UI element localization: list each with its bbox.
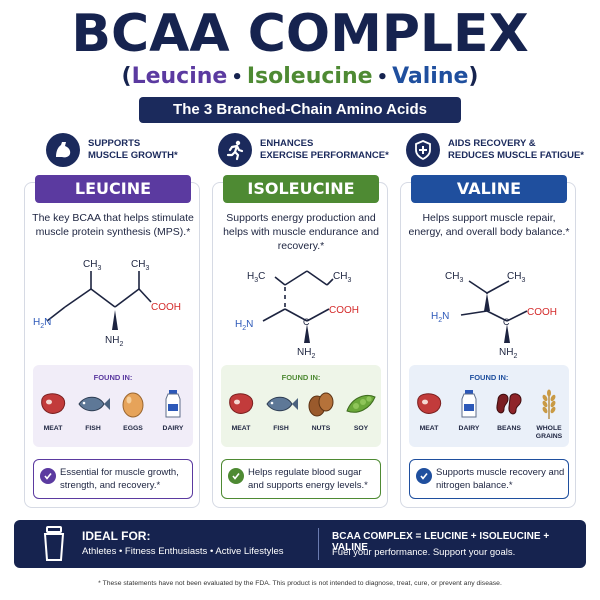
ideal-for-label: IDEAL FOR: xyxy=(82,529,151,543)
food-item: FISH xyxy=(261,387,301,433)
card-description: Helps support muscle repair, energy, and… xyxy=(408,212,570,238)
amine-label: NH2 xyxy=(105,335,123,348)
benefit-exercise-performance: ENHANCES EXERCISE PERFORMANCE* xyxy=(218,130,389,170)
egg-icon xyxy=(113,387,153,421)
steak-icon xyxy=(221,387,261,421)
benefit-muscle-growth: SUPPORTS MUSCLE GROWTH* xyxy=(46,130,178,170)
subtitle-isoleucine: Isoleucine xyxy=(246,64,373,89)
soybean-icon xyxy=(341,387,381,421)
check-icon xyxy=(228,468,244,484)
found-in-label: FOUND IN: xyxy=(469,373,509,382)
milk-bottle-icon xyxy=(153,387,193,421)
benefit-text: SUPPORTS MUSCLE GROWTH* xyxy=(88,138,178,161)
food-item: MEAT xyxy=(409,387,449,433)
subtitle-paren-close: ) xyxy=(468,64,479,89)
methyl-label: H3C xyxy=(247,271,265,284)
shield-plus-icon xyxy=(406,133,440,167)
subtitle-bullet: • xyxy=(231,67,243,88)
page-title: BCAA COMPLEX xyxy=(71,4,529,64)
fish-icon xyxy=(73,387,113,421)
isoleucine-card: ISOLEUCINE Supports energy production an… xyxy=(212,175,388,508)
valine-structure-diagram: CH3 CH3 C COOH H2N NH2 xyxy=(431,271,557,360)
shaker-bottle-icon xyxy=(43,526,65,561)
card-title: ISOLEUCINE xyxy=(223,175,379,203)
isoleucine-structure-diagram: H3C CH3 C COOH H2N NH2 xyxy=(235,270,359,360)
steak-icon xyxy=(33,387,73,421)
check-icon xyxy=(40,468,56,484)
beans-icon xyxy=(489,387,529,421)
milk-bottle-icon xyxy=(449,387,489,421)
footer-banner: IDEAL FOR: Athletes • Fitness Enthusiast… xyxy=(14,520,586,568)
food-item: SOY xyxy=(341,387,381,433)
subtitle-leucine: Leucine xyxy=(131,64,228,89)
food-item: DAIRY xyxy=(449,387,489,433)
found-in-panel: FOUND IN: MEAT FISH EGGS DAIRY xyxy=(33,365,193,447)
card-benefit: Essential for muscle growth, strength, a… xyxy=(33,459,193,499)
nuts-icon xyxy=(301,387,341,421)
amine-label: H2N xyxy=(235,319,253,332)
wheat-icon xyxy=(529,387,569,421)
card-benefit-text: Helps regulate blood sugar and supports … xyxy=(248,467,368,491)
food-item: BEANS xyxy=(489,387,529,433)
steak-icon xyxy=(409,387,449,421)
benefit-text: AIDS RECOVERY & REDUCES MUSCLE FATIGUE* xyxy=(448,138,585,161)
food-item: MEAT xyxy=(33,387,73,433)
card-benefit-text: Essential for muscle growth, strength, a… xyxy=(60,467,179,491)
found-in-label: FOUND IN: xyxy=(93,373,133,382)
leucine-card: LEUCINE The key BCAA that helps stimulat… xyxy=(24,175,200,508)
food-item: DAIRY xyxy=(153,387,193,433)
card-title: VALINE xyxy=(411,175,567,203)
food-item: NUTS xyxy=(301,387,341,433)
bcaa-equation: BCAA COMPLEX = LEUCINE + ISOLEUCINE + VA… xyxy=(332,531,550,553)
card-benefit: Supports muscle recovery and nitrogen ba… xyxy=(409,459,569,499)
found-in-panel: FOUND IN: MEAT FISH NUTS SOY xyxy=(221,365,381,447)
leucine-structure-diagram: CH3 CH3 COOH H2N NH2 xyxy=(33,259,181,348)
ideal-for-list: Athletes • Fitness Enthusiasts • Active … xyxy=(82,546,284,557)
subtitle-bullet: • xyxy=(376,67,389,88)
subtitle-paren-open: ( xyxy=(121,64,132,89)
subtitle-banner: The 3 Branched-Chain Amino Acids xyxy=(139,97,461,123)
carboxyl-label: COOH xyxy=(151,302,181,313)
benefit-text: ENHANCES EXERCISE PERFORMANCE* xyxy=(260,138,389,161)
amine-label: H2N xyxy=(33,317,51,330)
methyl-label: CH3 xyxy=(131,259,149,272)
found-in-label: FOUND IN: xyxy=(281,373,321,382)
food-item: FISH xyxy=(73,387,113,433)
fda-disclaimer: * These statements have not been evaluat… xyxy=(98,580,502,587)
card-description: The key BCAA that helps stimulate muscle… xyxy=(32,212,194,238)
methyl-label: CH3 xyxy=(83,259,101,272)
footer-tagline: Fuel your performance. Support your goal… xyxy=(332,547,516,558)
carboxyl-label: COOH xyxy=(527,307,557,318)
amino-acid-subtitle: (Leucine•Isoleucine•Valine) xyxy=(0,62,600,93)
card-benefit: Helps regulate blood sugar and supports … xyxy=(221,459,381,499)
benefit-recovery: AIDS RECOVERY & REDUCES MUSCLE FATIGUE* xyxy=(406,130,584,170)
found-in-panel: FOUND IN: MEAT DAIRY BEANS WHOLE GRAINS xyxy=(409,365,569,447)
food-item: WHOLE GRAINS xyxy=(529,387,569,441)
methyl-label: CH3 xyxy=(507,271,525,284)
check-icon xyxy=(416,468,432,484)
valine-card: VALINE Helps support muscle repair, ener… xyxy=(400,175,576,508)
card-description: Supports energy production and helps wit… xyxy=(223,212,379,252)
carbon-label: C xyxy=(303,317,310,327)
food-item: MEAT xyxy=(221,387,261,433)
amine-label: NH2 xyxy=(499,347,517,360)
flexed-arm-icon xyxy=(46,133,80,167)
card-title: LEUCINE xyxy=(35,175,191,203)
running-person-icon xyxy=(218,133,252,167)
card-benefit-text: Supports muscle recovery and nitrogen ba… xyxy=(436,467,565,491)
amine-label: NH2 xyxy=(297,347,315,360)
carboxyl-label: COOH xyxy=(329,305,359,316)
footer-divider xyxy=(318,528,319,560)
amine-label: H2N xyxy=(431,311,449,324)
methyl-label: CH3 xyxy=(445,271,463,284)
subtitle-valine: Valine xyxy=(392,64,469,89)
methyl-label: CH3 xyxy=(333,271,351,284)
fish-icon xyxy=(261,387,301,421)
food-item: EGGS xyxy=(113,387,153,433)
carbon-label: C xyxy=(503,317,510,327)
